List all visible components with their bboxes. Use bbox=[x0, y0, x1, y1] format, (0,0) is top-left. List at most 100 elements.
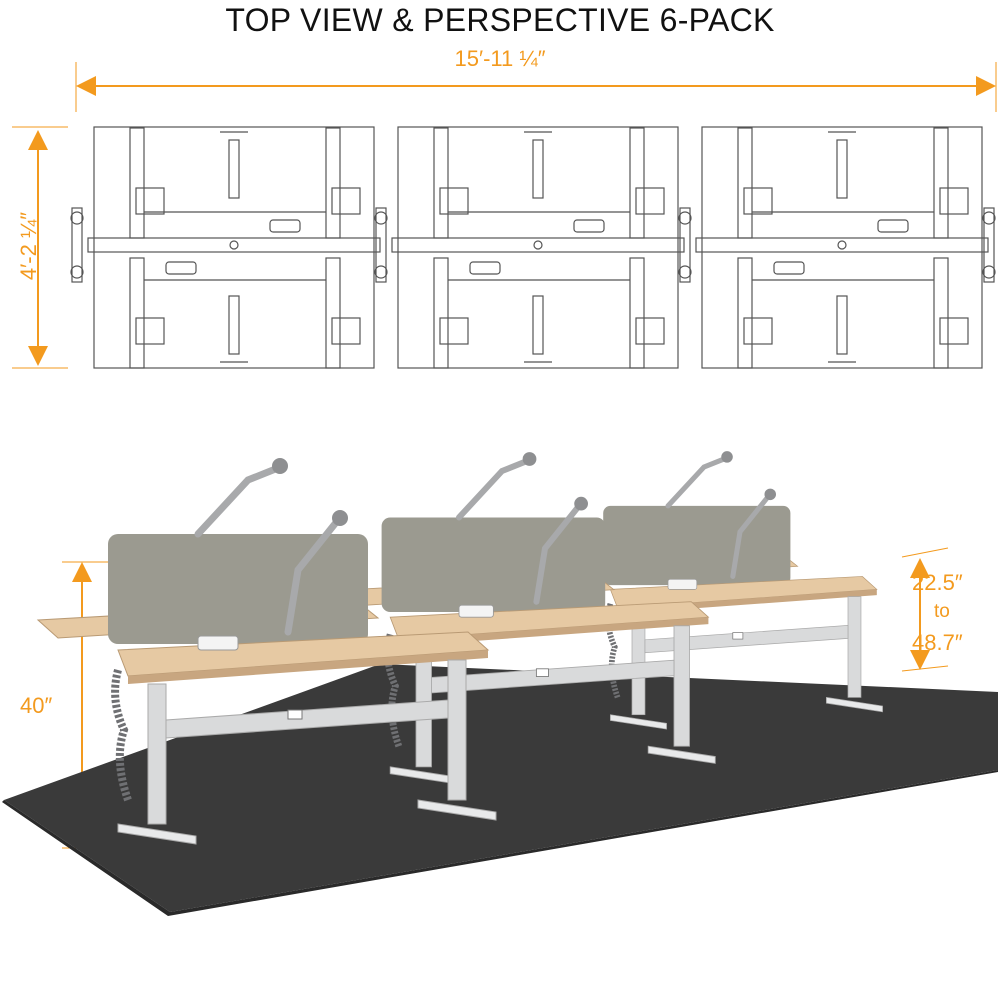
desk-foot bbox=[117, 823, 197, 845]
control-box bbox=[939, 317, 969, 345]
end-bracket bbox=[982, 211, 996, 225]
monitor-mount bbox=[522, 452, 537, 466]
monitor-arm bbox=[228, 295, 240, 355]
control-box bbox=[439, 317, 469, 345]
spine-hub bbox=[229, 240, 239, 250]
monitor-arm bbox=[836, 295, 848, 355]
monitor-arm bbox=[532, 139, 544, 199]
spine-beam bbox=[87, 237, 381, 253]
crossbar bbox=[165, 699, 449, 739]
end-bracket bbox=[679, 207, 691, 283]
control-box bbox=[635, 317, 665, 345]
monitor-arm bbox=[284, 516, 342, 636]
end-bracket bbox=[71, 207, 83, 283]
outlet bbox=[535, 668, 549, 677]
control-box bbox=[135, 317, 165, 345]
power-module bbox=[773, 261, 805, 275]
control-box bbox=[743, 317, 773, 345]
end-bracket bbox=[678, 211, 692, 225]
desktop-outline bbox=[397, 126, 679, 369]
desk-leg bbox=[447, 659, 467, 801]
top-view-module bbox=[391, 126, 685, 369]
desk-foot bbox=[647, 745, 716, 764]
monitor-mount bbox=[332, 510, 348, 526]
leg-outline bbox=[325, 127, 341, 239]
monitor-arm bbox=[532, 295, 544, 355]
monitor-arm bbox=[194, 464, 282, 538]
desktop-outline bbox=[93, 126, 375, 369]
monitor-mount bbox=[574, 496, 588, 511]
outlet bbox=[732, 632, 744, 640]
end-bracket bbox=[70, 265, 84, 279]
desktop-front bbox=[389, 601, 710, 641]
desk-leg bbox=[847, 596, 862, 698]
leg-outline bbox=[933, 127, 949, 239]
desk-height-label: 40″ bbox=[20, 693, 53, 718]
desk-pair bbox=[36, 458, 497, 845]
control-box bbox=[331, 317, 361, 345]
power-module bbox=[269, 219, 301, 233]
privacy-panel bbox=[381, 517, 606, 613]
monitor-arm bbox=[228, 139, 240, 199]
overall-width-label: 15′-11 ¼″ bbox=[454, 46, 546, 71]
control-box bbox=[331, 187, 361, 215]
monitor-arm bbox=[533, 502, 583, 605]
desk-foot bbox=[417, 799, 497, 821]
outlet bbox=[287, 709, 303, 720]
power-module bbox=[165, 261, 197, 275]
leg-outline bbox=[933, 257, 949, 369]
monitor-arm bbox=[836, 139, 848, 199]
leg-outline bbox=[433, 127, 449, 239]
desk-leg bbox=[147, 683, 167, 825]
power-module bbox=[877, 219, 909, 233]
end-bracket bbox=[678, 265, 692, 279]
monitor-mount bbox=[721, 451, 733, 463]
spine-hub bbox=[837, 240, 847, 250]
desk-pair bbox=[551, 451, 883, 730]
leg-outline bbox=[129, 127, 145, 239]
leg-outline bbox=[129, 257, 145, 369]
end-bracket bbox=[375, 207, 387, 283]
leg-outline bbox=[737, 257, 753, 369]
monitor-arm bbox=[455, 457, 531, 521]
desktop-edge bbox=[128, 650, 488, 684]
height-range-connector-label: to bbox=[934, 601, 950, 622]
leg-outline bbox=[737, 127, 753, 239]
monitor-arm bbox=[730, 493, 772, 579]
leg-outline bbox=[433, 257, 449, 369]
power-module bbox=[469, 261, 501, 275]
power-module bbox=[197, 635, 239, 651]
end-bracket bbox=[982, 265, 996, 279]
power-module bbox=[458, 604, 494, 618]
privacy-panel bbox=[603, 505, 791, 586]
power-module bbox=[667, 578, 698, 590]
crossbar bbox=[644, 625, 849, 654]
end-bracket bbox=[70, 211, 84, 225]
page-title: TOP VIEW & PERSPECTIVE 6-PACK bbox=[225, 2, 775, 38]
desktop-outline bbox=[701, 126, 983, 369]
top-view-module bbox=[695, 126, 989, 369]
monitor-arm bbox=[665, 455, 729, 509]
monitor-mount bbox=[272, 458, 288, 474]
power-module bbox=[573, 219, 605, 233]
desk-foot bbox=[610, 714, 667, 730]
leg-outline bbox=[629, 127, 645, 239]
end-bracket bbox=[983, 207, 995, 283]
crossbar bbox=[431, 659, 675, 694]
control-box bbox=[635, 187, 665, 215]
control-box bbox=[439, 187, 469, 215]
desk-leg bbox=[673, 625, 690, 747]
control-box bbox=[135, 187, 165, 215]
control-box bbox=[743, 187, 773, 215]
top-view-module bbox=[87, 126, 381, 369]
leg-outline bbox=[629, 257, 645, 369]
spine-beam bbox=[695, 237, 989, 253]
spine-hub bbox=[533, 240, 543, 250]
privacy-panel bbox=[108, 534, 368, 644]
end-bracket bbox=[374, 265, 388, 279]
end-bracket bbox=[374, 211, 388, 225]
monitor-mount bbox=[764, 488, 776, 501]
leg-outline bbox=[325, 257, 341, 369]
